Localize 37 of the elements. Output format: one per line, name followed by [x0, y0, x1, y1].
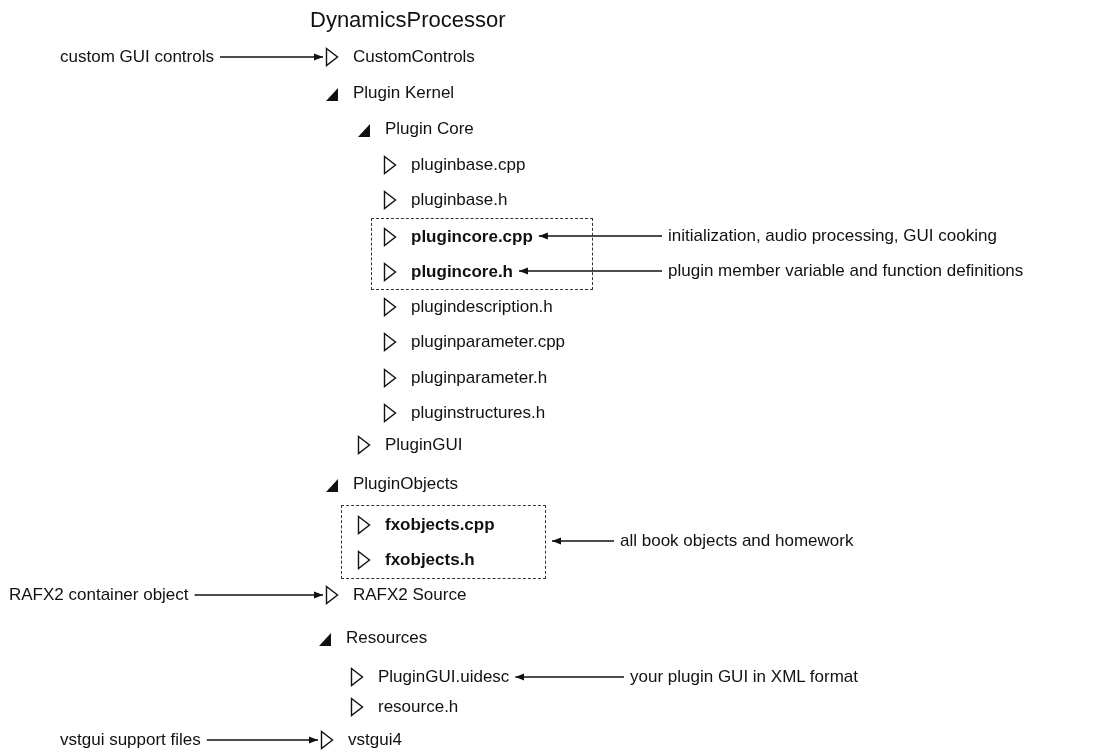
file-name: plugindescription.h	[411, 297, 553, 317]
folder-name: Resources	[346, 628, 428, 648]
folder-name: CustomControls	[353, 47, 475, 67]
file-name: plugincore.cpp	[411, 227, 533, 247]
arrow	[219, 53, 324, 61]
highlight-box	[371, 218, 593, 290]
note: vstgui support files	[60, 730, 201, 750]
note: all book objects and homework	[620, 531, 854, 551]
arrow	[514, 673, 625, 681]
arrow	[551, 537, 615, 545]
file-name: pluginparameter.cpp	[411, 332, 566, 352]
file-name: pluginparameter.h	[411, 368, 548, 388]
file-name: plugincore.h	[411, 262, 513, 282]
note: plugin member variable and function definitions	[668, 261, 1024, 281]
folder-name: PluginObjects	[353, 474, 458, 494]
file-name: PluginGUI.uidesc	[378, 667, 510, 687]
highlight-box	[341, 505, 546, 579]
arrow	[518, 267, 663, 275]
arrow	[538, 232, 663, 240]
folder-name: RAFX2 Source	[353, 585, 467, 605]
folder-name: PluginGUI	[385, 435, 463, 455]
note: initialization, audio processing, GUI cooking	[668, 226, 997, 246]
file-name: pluginbase.cpp	[411, 155, 526, 175]
file-name: pluginbase.h	[411, 190, 508, 210]
folder-name: DynamicsProcessor	[310, 10, 506, 30]
file-name: pluginstructures.h	[411, 403, 546, 423]
note: custom GUI controls	[60, 47, 214, 67]
note: RAFX2 container object	[9, 585, 189, 605]
arrow	[206, 736, 319, 744]
arrow	[193, 591, 324, 599]
file-name: fxobjects.cpp	[385, 515, 495, 535]
file-name: resource.h	[378, 697, 459, 717]
folder-name: Plugin Core	[385, 119, 474, 139]
note: your plugin GUI in XML format	[630, 667, 858, 687]
file-name: fxobjects.h	[385, 550, 475, 570]
folder-name: Plugin Kernel	[353, 83, 455, 103]
folder-name: vstgui4	[348, 730, 402, 750]
